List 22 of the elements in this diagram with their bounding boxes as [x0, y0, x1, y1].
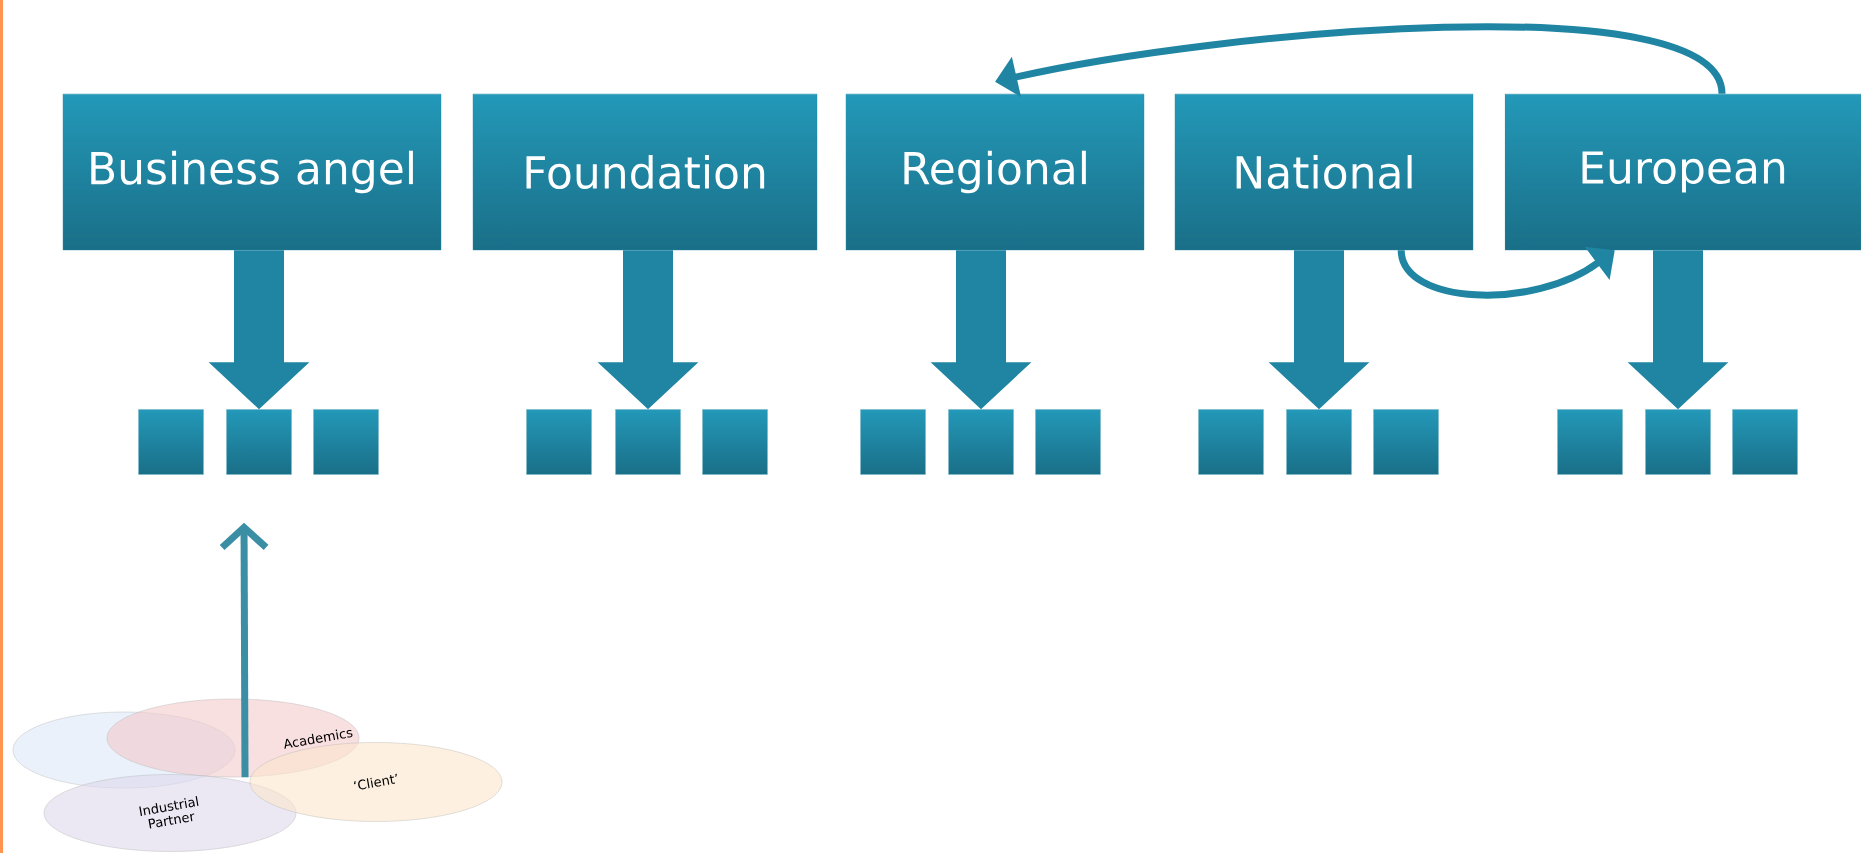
small-square: [1557, 409, 1623, 475]
small-square: [138, 409, 204, 475]
funding-box: Business angel: [62, 93, 442, 251]
small-square: [702, 409, 768, 475]
arrow: [219, 522, 269, 778]
small-square: [948, 409, 1014, 475]
small-square: [1286, 409, 1352, 475]
small-square: [526, 409, 592, 475]
small-square: [615, 409, 681, 475]
small-square: [1645, 409, 1711, 475]
small-square: [860, 409, 926, 475]
small-square: [1732, 409, 1798, 475]
small-square: [1373, 409, 1439, 475]
small-square: [313, 409, 379, 475]
small-square: [1035, 409, 1101, 475]
funding-box: National: [1174, 93, 1474, 251]
funding-box: Regional: [845, 93, 1145, 251]
small-square: [1198, 409, 1264, 475]
funding-box: European: [1504, 93, 1861, 251]
small-square: [226, 409, 292, 475]
curved-arrow: [1397, 246, 1615, 299]
funding-box: Foundation: [472, 93, 818, 251]
